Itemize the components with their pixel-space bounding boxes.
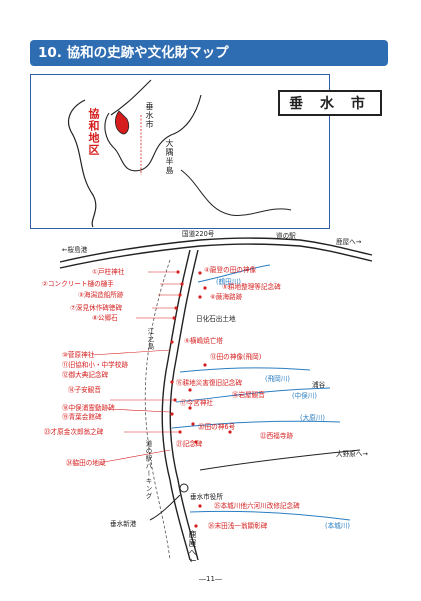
site-19: ⑲青葉会館碑 [62, 413, 102, 421]
road-kanoya: 鹿屋へ→ [336, 238, 362, 246]
site-14: ⑭子安観音 [68, 386, 101, 394]
river-tsuruta: (鶴田川) [216, 278, 241, 286]
site-25: ㉕本城川他六河川改修記念碑 [214, 502, 300, 510]
road-route220: 国道220号 [182, 230, 215, 238]
site-9: ⑨横嶋焼亡塔 [184, 337, 223, 345]
river-nakamata: (中俣川) [292, 392, 317, 400]
place-fossil: 日化石出土地 [196, 315, 236, 323]
site-16: ⑯岩屋観音 [232, 391, 265, 399]
place-ura: 浦谷 [312, 381, 326, 389]
site-17: ⑰今宮神社 [180, 399, 213, 407]
city-name-box: 垂 水 市 [278, 90, 382, 116]
river-ohara: (大原川) [300, 414, 325, 422]
place-port: 垂水新港 [110, 520, 137, 528]
road-sakurajima: ←桜島港 [62, 246, 88, 254]
locator-map-drawing [68, 79, 292, 228]
site-18: ⑱中俣浦霊動跡碑 [62, 404, 115, 412]
site-8: ⑧公郷石 [92, 314, 118, 322]
site-13: ⑬田の神像(飛岡) [210, 353, 262, 361]
site-10: ⑩菅原神社 [62, 351, 95, 359]
district-label: 協和地区 [87, 108, 100, 156]
site-6: ⑥蕨海路跡 [210, 293, 243, 301]
road-michinoeki: 道の駅 [276, 232, 296, 240]
site-20: ⑳田の神6号 [198, 423, 236, 431]
place-parking: 道の駅パーキング [144, 440, 152, 500]
road-onosan: 大野原へ→ [336, 450, 368, 458]
place-city-office: 垂水市役所 [190, 493, 223, 501]
place-enoshima: 江之島 [146, 328, 154, 351]
peninsula-label: 大隅半島 [165, 139, 174, 175]
river-hongjo: (本城川) [325, 522, 350, 530]
site-15: ⑮耕地災害復旧記念碑 [176, 379, 242, 387]
site-24: ㉔脇田の地蔵 [66, 459, 106, 467]
site-1: ①戸柱神社 [92, 268, 125, 276]
site-5: ⑤耕地整理等記念碑 [222, 283, 281, 291]
page-title: 10. 協和の史跡や文化財マップ [30, 40, 388, 66]
page-number: ―11― [199, 575, 222, 583]
river-hiratsu: (飛岡川) [265, 375, 290, 383]
site-26: ㉖末田浅一翁顕彰碑 [208, 522, 268, 530]
site-2: ②コンクリート樋の樋手 [42, 280, 114, 288]
site-22: ㉒西福寺跡 [260, 432, 293, 440]
site-7: ⑦深見休作碑徳碑 [70, 304, 123, 312]
site-21: ㉑記念碑 [176, 440, 203, 448]
site-3: ③海潟造船所跡 [78, 291, 124, 299]
site-23: ㉓才原金次郎翁之碑 [44, 428, 104, 436]
road-kanoya2: 鹿屋へ↓ [188, 530, 197, 565]
town-label: 垂水市 [145, 102, 154, 129]
site-4: ④龍登の田の神像 [204, 266, 257, 274]
site-12: ⑫御大典記念碑 [62, 371, 109, 379]
site-11: ⑪旧協和小・中学校跡 [62, 361, 128, 369]
